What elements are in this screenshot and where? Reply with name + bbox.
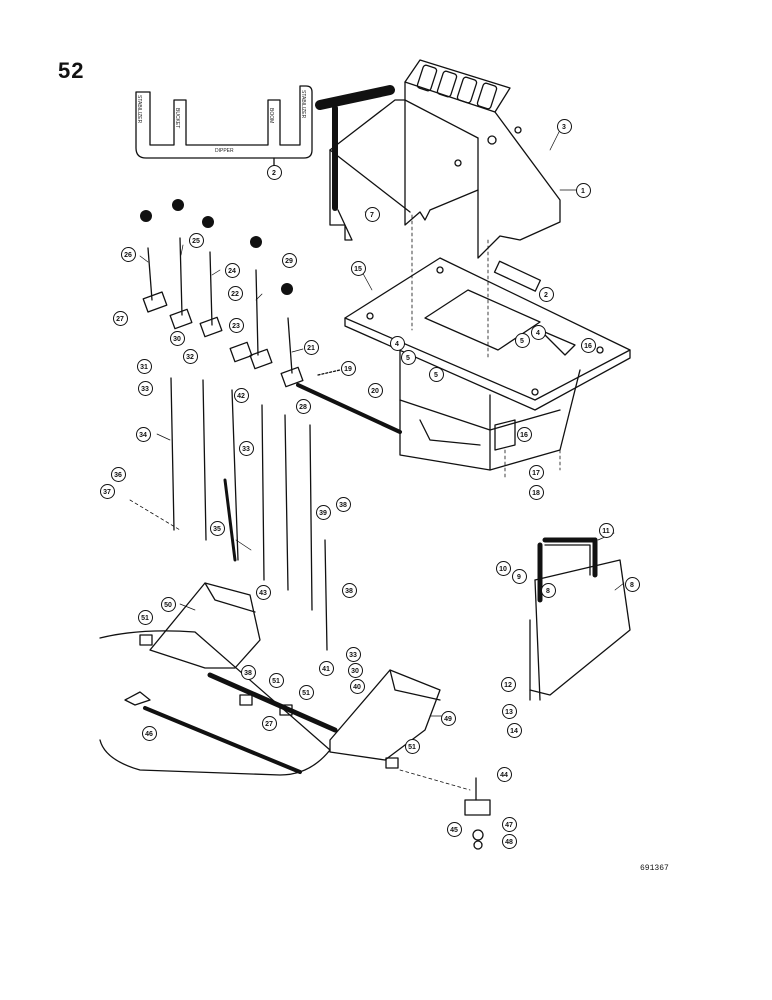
callout-2b: 2 [538,286,554,302]
linkage-rods [170,377,328,651]
callout-18: 18 [528,484,544,500]
callout-47: 47 [501,816,517,832]
callout-33b: 33 [238,440,254,456]
callout-38b: 38 [341,582,357,598]
callout-4: 4 [530,324,546,340]
callout-46: 46 [141,725,157,741]
callout-11: 11 [598,522,614,538]
callout-27: 27 [112,310,128,326]
callout-25: 25 [188,232,204,248]
callout-34: 34 [135,426,151,442]
callout-28: 28 [295,398,311,414]
callout-39: 39 [315,504,331,520]
callout-44: 44 [496,766,512,782]
pivot-bracket [464,777,491,850]
callout-38c: 38 [240,664,256,680]
callout-26: 26 [120,246,136,262]
control-levers [142,237,402,434]
callout-20: 20 [367,382,383,398]
callout-5b: 5 [400,349,416,365]
callout-8: 8 [624,576,640,592]
callout-30: 30 [169,330,185,346]
callout-22: 22 [227,285,243,301]
callout-40: 40 [349,678,365,694]
decal-stabilizer-left: STABILIZER [136,95,142,124]
callout-51c: 51 [298,684,314,700]
callout-16b: 16 [516,426,532,442]
callout-41: 41 [318,660,334,676]
callout-17: 17 [528,464,544,480]
callout-48: 48 [501,833,517,849]
callout-27b: 27 [261,715,277,731]
callout-50: 50 [160,596,176,612]
callout-15: 15 [350,260,366,276]
callout-7: 7 [364,206,380,222]
callout-8b: 8 [540,582,556,598]
callout-33c: 33 [345,646,361,662]
callout-45: 45 [446,821,462,837]
decal-boom: BOOM [268,108,274,123]
decal-dipper: DIPPER [215,148,234,154]
callout-16: 16 [580,337,596,353]
callout-3: 3 [556,118,572,134]
console-base [344,257,631,471]
callout-5: 5 [514,332,530,348]
side-bracket [529,537,631,701]
callout-4b: 4 [389,335,405,351]
callout-2: 2 [266,164,282,180]
callout-36: 36 [110,466,126,482]
callout-23: 23 [228,317,244,333]
callout-35: 35 [209,520,225,536]
callout-29: 29 [281,252,297,268]
page-number: 52 [58,58,85,83]
callout-51: 51 [137,609,153,625]
weather-strip [315,85,395,211]
callout-21: 21 [303,339,319,355]
assembly-lines [129,214,561,791]
callout-51b: 51 [268,672,284,688]
callout-10: 10 [495,560,511,576]
callout-31: 31 [136,358,152,374]
callout-1: 1 [575,182,591,198]
callout-37: 37 [99,483,115,499]
callout-51d: 51 [404,738,420,754]
callout-12: 12 [500,676,516,692]
decal-bucket: BUCKET [174,108,180,128]
control-decal-plate [135,85,313,167]
lever-knobs [140,199,293,295]
callout-13: 13 [501,703,517,719]
foot-pedals [99,582,441,776]
callout-19: 19 [340,360,356,376]
callout-5c: 5 [428,366,444,382]
callout-30b: 30 [347,662,363,678]
callout-9: 9 [511,568,527,584]
callout-38: 38 [335,496,351,512]
callout-24: 24 [224,262,240,278]
callout-49: 49 [440,710,456,726]
console-cover [329,59,561,259]
figure-code: 691367 [640,864,669,873]
callout-43: 43 [255,584,271,600]
decal-stabilizer-right: STABILIZER [300,90,306,119]
callout-42: 42 [233,387,249,403]
callout-32: 32 [182,348,198,364]
callout-33: 33 [137,380,153,396]
callout-14: 14 [506,722,522,738]
